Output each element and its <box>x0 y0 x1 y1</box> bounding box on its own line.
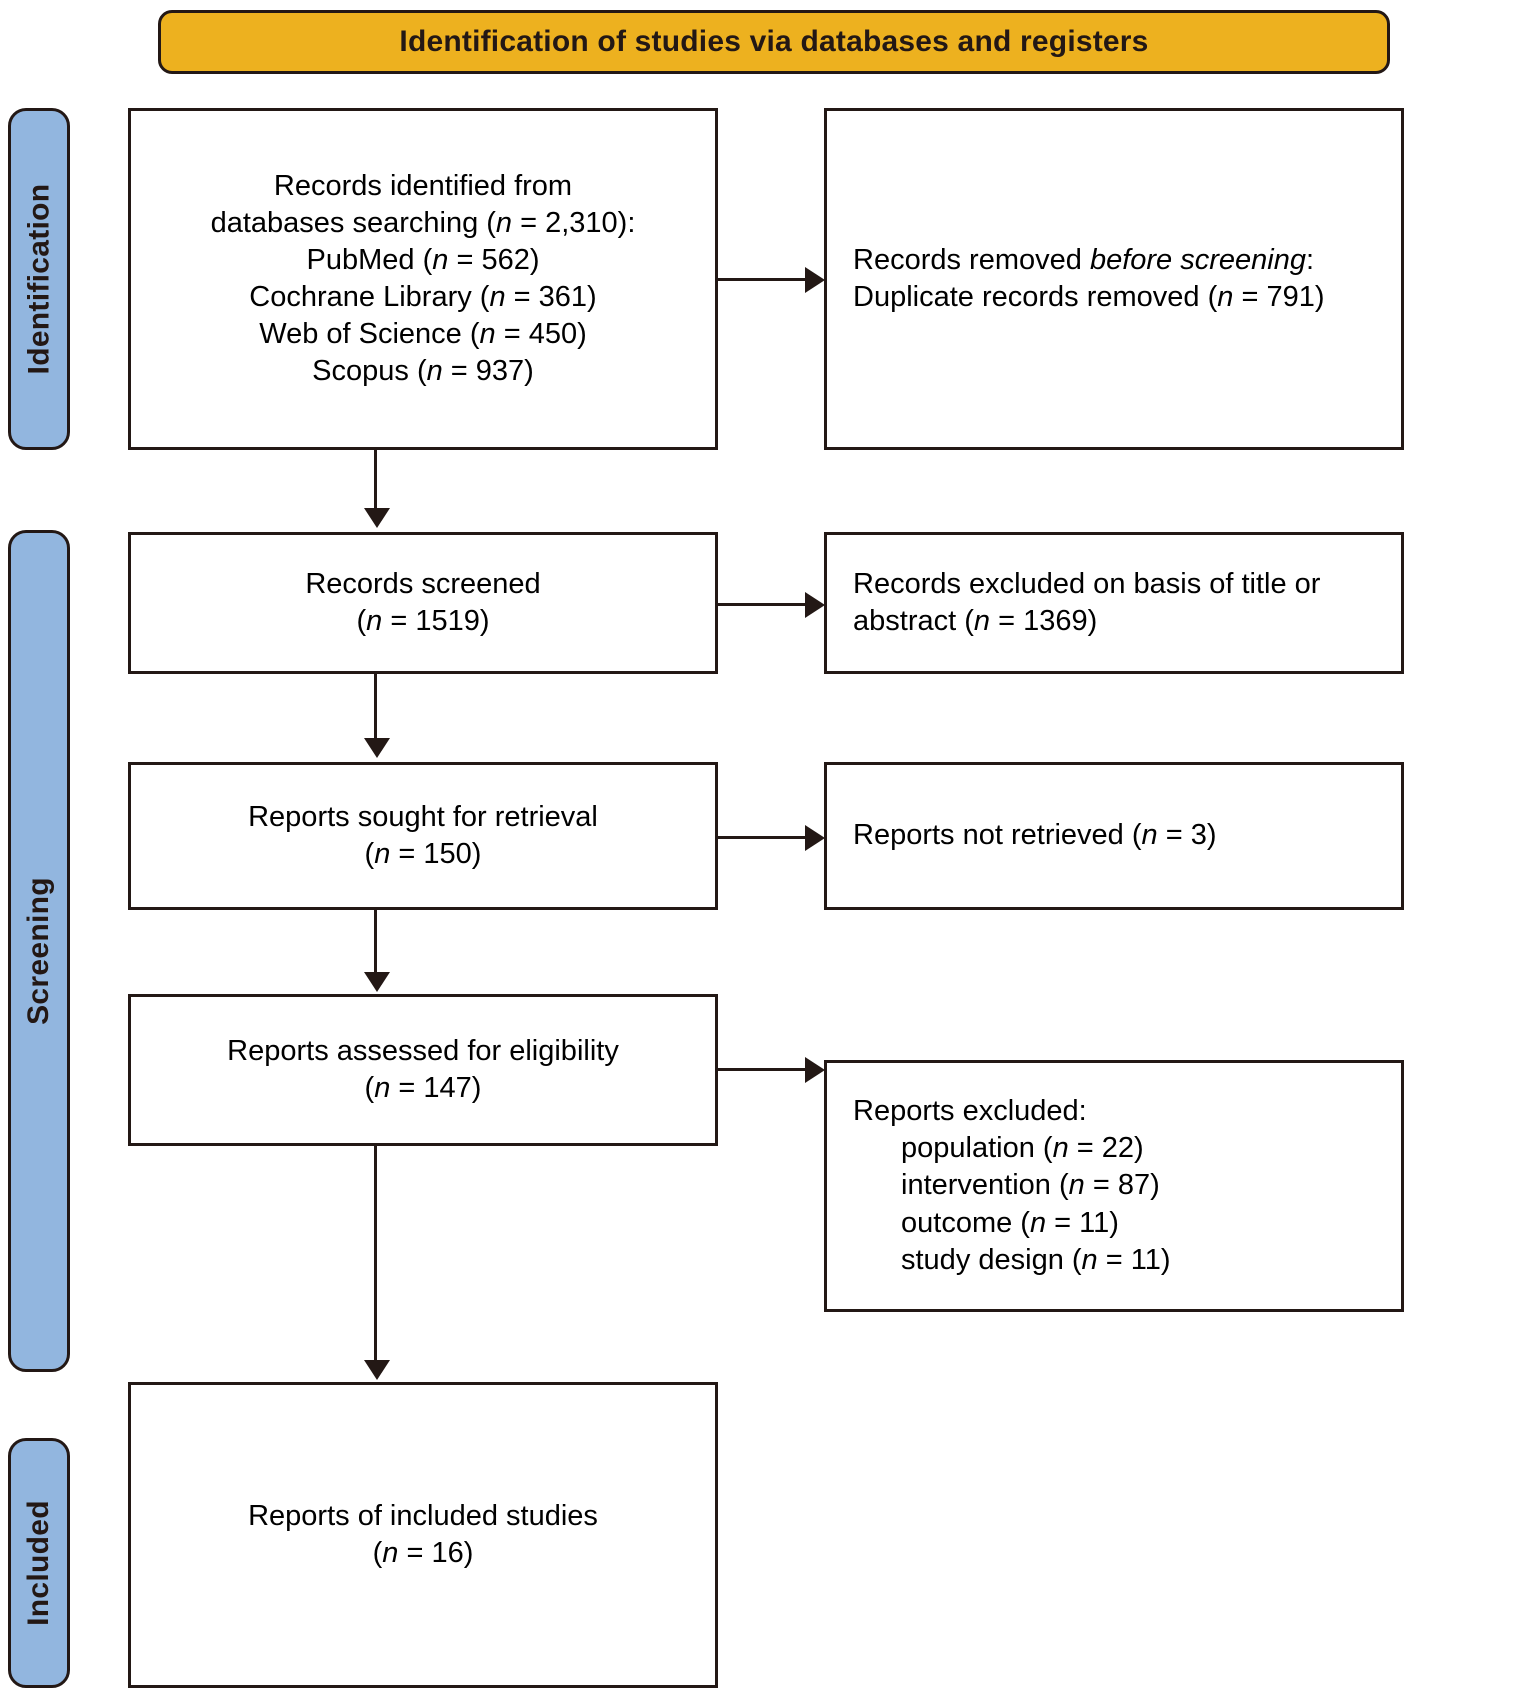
arrowhead-assessed-to-included <box>364 1360 390 1380</box>
arrowhead-screened-to-sought <box>364 738 390 758</box>
reports-excluded-reason: outcome (n = 11) <box>901 1206 1119 1239</box>
box-included-studies: Reports of included studies (n = 16) <box>128 1382 718 1688</box>
stage-bar-identification: Identification <box>8 108 70 450</box>
arrowhead-screened-to-excluded <box>805 592 825 618</box>
box-reports-sought: Reports sought for retrieval (n = 150) <box>128 762 718 910</box>
box-reports-assessed: Reports assessed for eligibility (n = 14… <box>128 994 718 1146</box>
connector-assessed-to-reports-excluded <box>718 1068 814 1071</box>
connector-screened-to-sought <box>374 674 377 742</box>
stage-bar-screening: Screening <box>8 530 70 1372</box>
connector-sought-to-assessed <box>374 910 377 976</box>
reports-excluded-reason: intervention (n = 87) <box>901 1169 1160 1202</box>
box-records-identified: Records identified from databases search… <box>128 108 718 450</box>
reports-not-retrieved-line-1: Reports not retrieved (n = 3) <box>853 819 1217 852</box>
records-identified-source: Cochrane Library (n = 361) <box>249 281 597 313</box>
stage-label-included: Included <box>22 1500 55 1626</box>
connector-identified-to-screened <box>374 450 377 512</box>
records-removed-line-1: Records removed before screening: <box>853 243 1315 276</box>
stage-label-identification: Identification <box>22 183 55 375</box>
arrowhead-identified-to-screened <box>364 508 390 528</box>
stage-label-screening: Screening <box>22 877 55 1025</box>
stage-bar-included: Included <box>8 1438 70 1688</box>
connector-screened-to-excluded <box>718 603 814 606</box>
reports-sought-line-2: (n = 150) <box>364 838 482 870</box>
reports-assessed-line-2: (n = 147) <box>364 1072 482 1104</box>
records-excluded-line-1: Records excluded on basis of title or <box>853 567 1321 600</box>
arrowhead-sought-to-assessed <box>364 972 390 992</box>
box-records-excluded: Records excluded on basis of title or ab… <box>824 532 1404 674</box>
arrowhead-identified-to-removed <box>805 267 825 293</box>
records-identified-source: PubMed (n = 562) <box>306 243 540 276</box>
diagram-header-banner: Identification of studies via databases … <box>158 10 1390 74</box>
reports-excluded-reason: study design (n = 11) <box>901 1243 1171 1276</box>
reports-sought-line-1: Reports sought for retrieval <box>248 800 598 833</box>
box-records-removed: Records removed before screening: Duplic… <box>824 108 1404 450</box>
reports-excluded-title: Reports excluded: <box>853 1095 1087 1128</box>
box-reports-not-retrieved: Reports not retrieved (n = 3) <box>824 762 1404 910</box>
connector-identified-to-removed <box>718 278 814 281</box>
records-screened-line-1: Records screened <box>305 567 541 600</box>
records-excluded-line-2: abstract (n = 1369) <box>853 605 1098 637</box>
records-identified-source: Scopus (n = 937) <box>312 355 534 388</box>
records-removed-line-2: Duplicate records removed (n = 791) <box>853 281 1325 313</box>
records-screened-line-2: (n = 1519) <box>356 605 490 637</box>
records-identified-source: Web of Science (n = 450) <box>259 318 587 351</box>
reports-excluded-reason: population (n = 22) <box>901 1132 1144 1165</box>
connector-assessed-to-included <box>374 1146 377 1364</box>
box-reports-excluded: Reports excluded: population (n = 22) in… <box>824 1060 1404 1312</box>
diagram-header-title: Identification of studies via databases … <box>399 25 1149 58</box>
reports-assessed-line-1: Reports assessed for eligibility <box>227 1034 619 1067</box>
records-identified-line-1: Records identified from <box>273 169 573 202</box>
box-records-screened: Records screened (n = 1519) <box>128 532 718 674</box>
records-identified-line-2: databases searching (n = 2,310): <box>210 206 636 239</box>
arrowhead-sought-to-not-retrieved <box>805 825 825 851</box>
included-studies-line-2: (n = 16) <box>372 1537 474 1569</box>
included-studies-line-1: Reports of included studies <box>248 1499 598 1532</box>
arrowhead-assessed-to-reports-excluded <box>805 1057 825 1083</box>
connector-sought-to-not-retrieved <box>718 836 814 839</box>
